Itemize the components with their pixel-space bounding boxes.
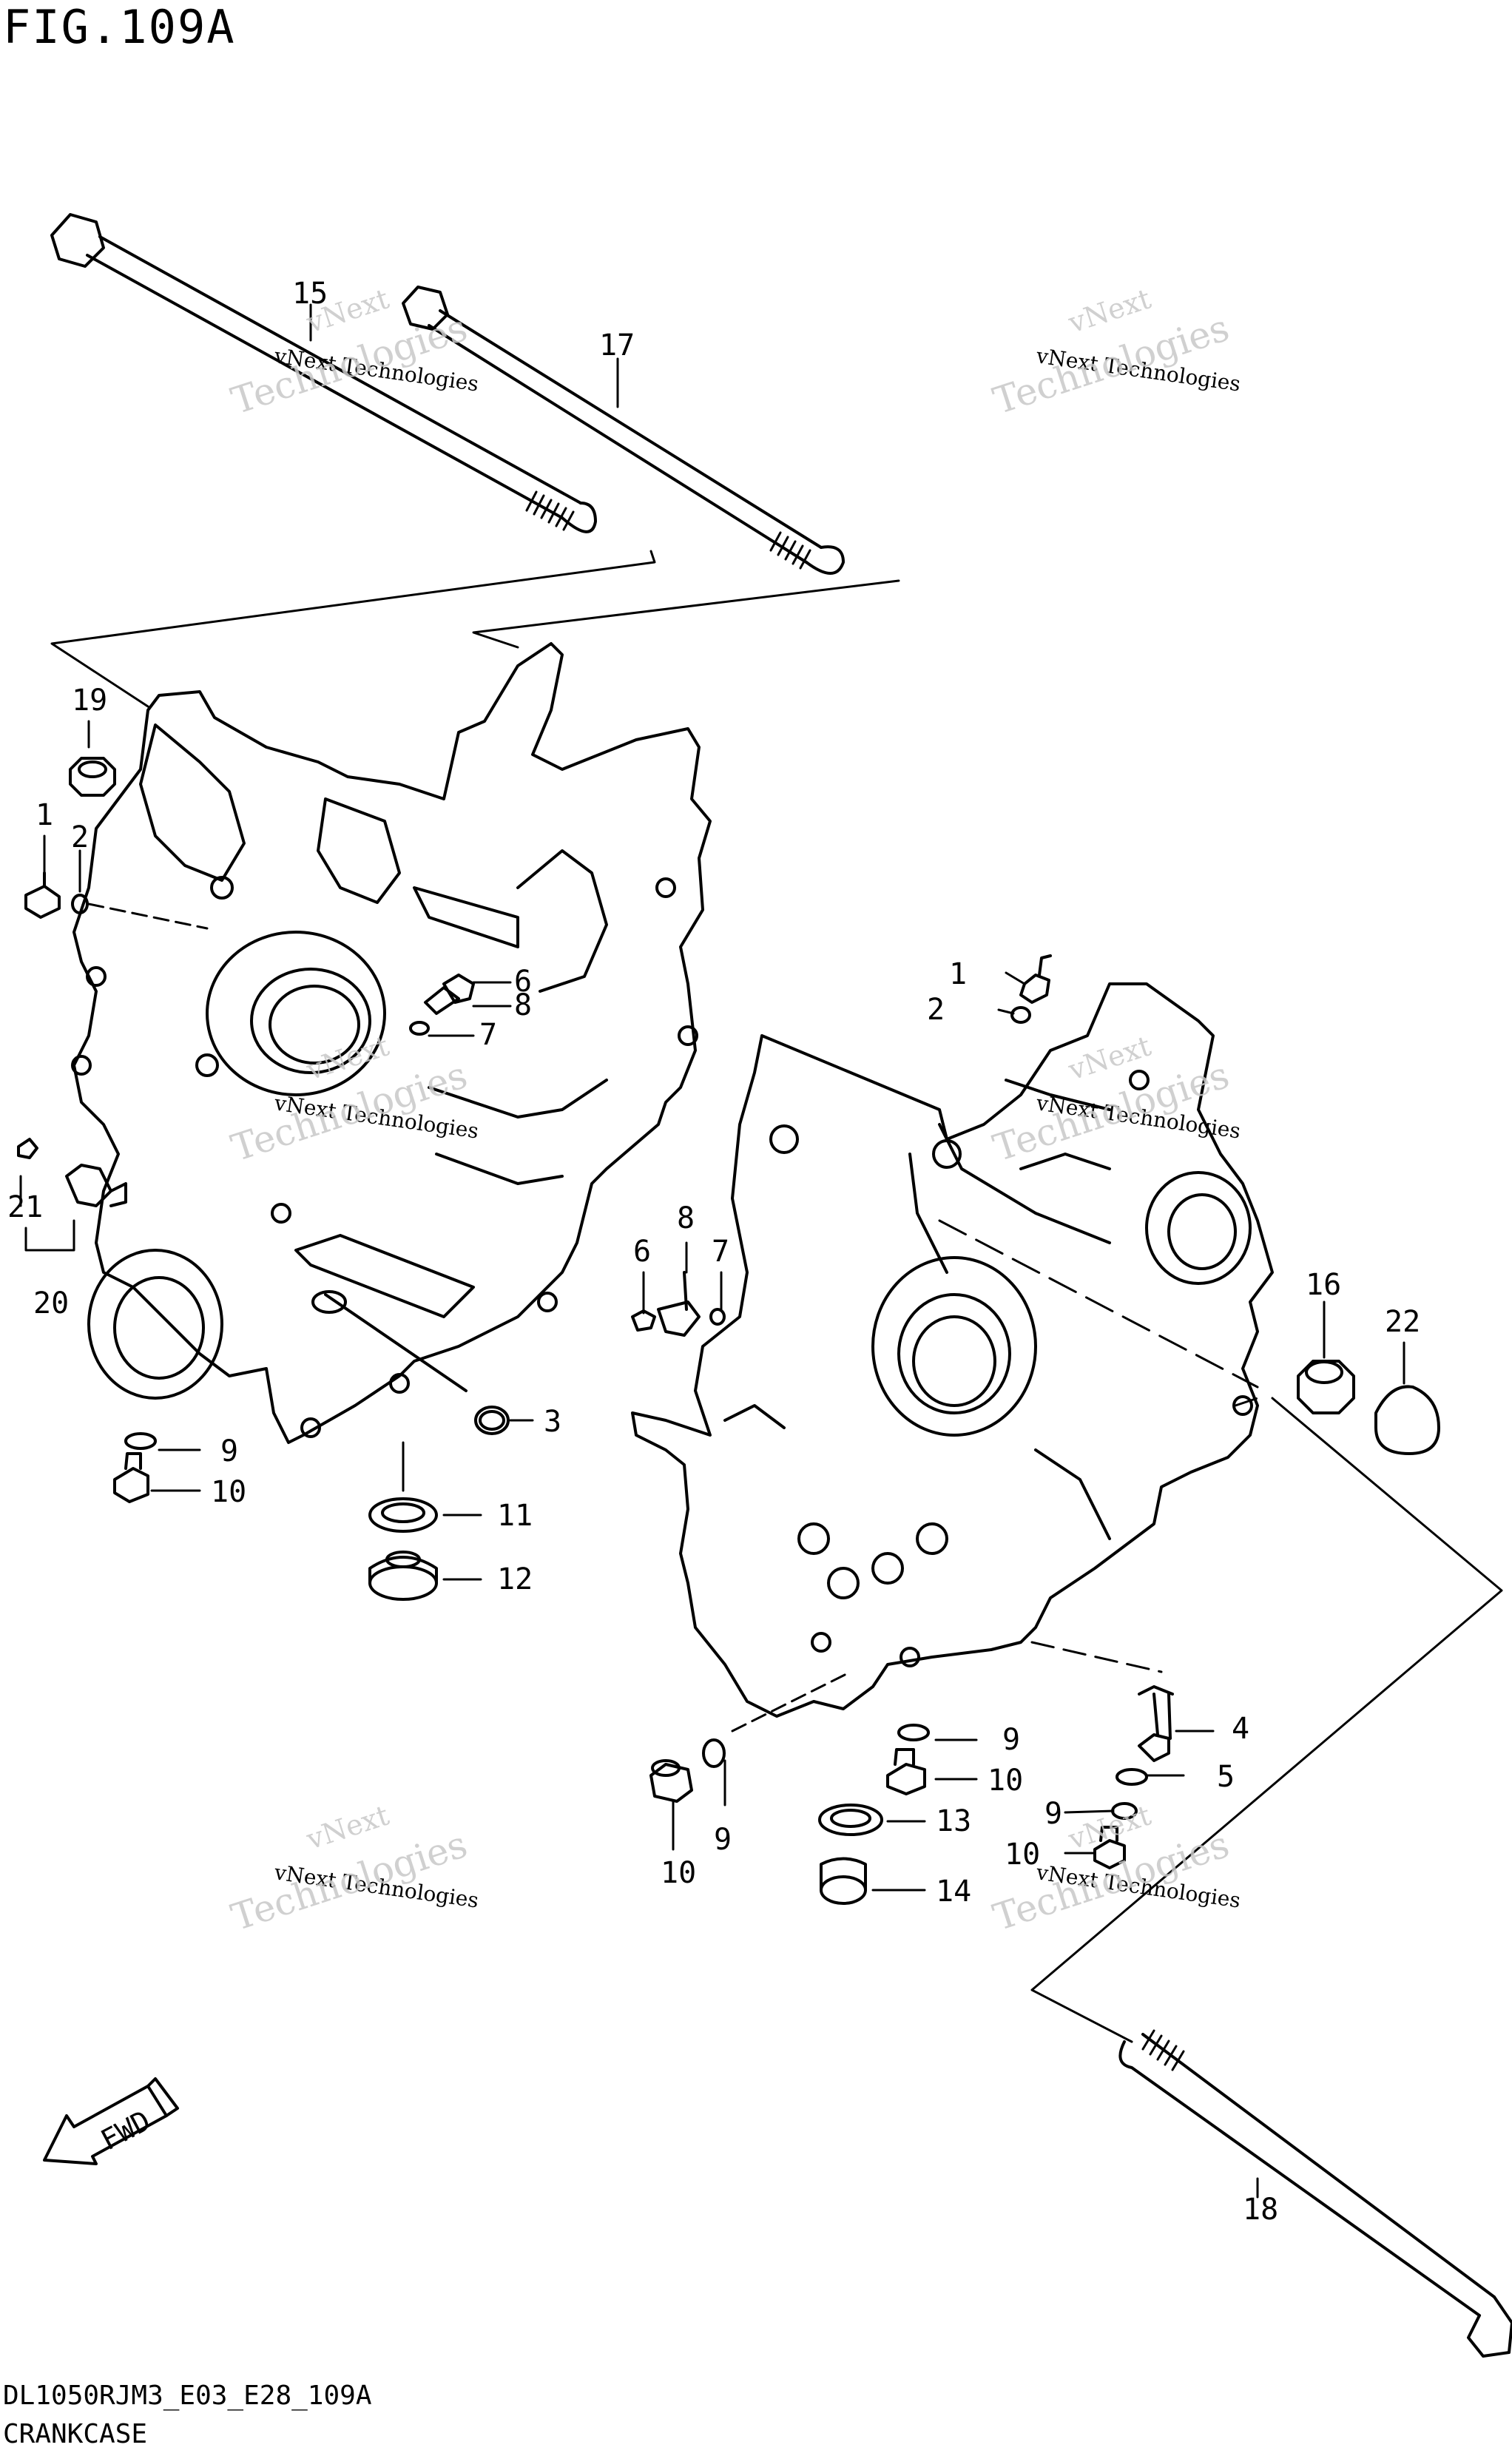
callout-10: 10 (988, 1764, 1023, 1798)
svg-text:vNext: vNext (1064, 283, 1155, 340)
callout-19: 19 (72, 684, 107, 718)
callout-10: 10 (1005, 1838, 1040, 1872)
callout-2: 2 (927, 993, 945, 1027)
bolt-17 (402, 286, 845, 575)
callout-9: 9 (1002, 1723, 1020, 1757)
callout-3: 3 (544, 1405, 561, 1439)
callout-10: 10 (661, 1856, 696, 1890)
bolt-18 (1118, 2029, 1512, 2358)
svg-text:vNext: vNext (1064, 1030, 1155, 1087)
callout-7: 7 (479, 1018, 497, 1052)
callout-12: 12 (497, 1562, 533, 1596)
callout-9: 9 (220, 1434, 238, 1468)
callout-7: 7 (712, 1235, 729, 1269)
figure-name: CRANKCASE (3, 2419, 148, 2449)
left-crankcase-half (71, 642, 712, 1444)
leader-lines (19, 303, 1405, 2199)
watermark: vNext vNext Technologies Technologies (226, 1030, 480, 1170)
callout-16: 16 (1306, 1268, 1341, 1302)
callout-5: 5 (1217, 1760, 1235, 1794)
callout-labels: 15 17 19 1 2 6 8 7 21 20 3 9 10 11 12 1 … (7, 277, 1420, 2227)
callout-21: 21 (7, 1190, 43, 1224)
watermark: vNext vNext Technologies Technologies (988, 283, 1242, 423)
watermark: vNext vNext Technologies Technologies (226, 1799, 480, 1940)
callout-15: 15 (292, 277, 328, 311)
right-crankcase-half (631, 982, 1274, 1718)
callout-18: 18 (1243, 2193, 1278, 2227)
small-parts (17, 757, 1440, 1905)
svg-text:vNext: vNext (302, 1799, 393, 1856)
callout-10: 10 (211, 1475, 246, 1509)
callout-8: 8 (677, 1201, 695, 1235)
callout-11: 11 (497, 1499, 533, 1533)
watermark: vNext vNext Technologies Technologies (988, 1030, 1242, 1170)
figure-title: FIG.109A (3, 0, 236, 54)
reference-lines (50, 550, 1503, 2043)
svg-text:vNext: vNext (1064, 1799, 1155, 1856)
callout-13: 13 (936, 1804, 971, 1838)
callout-2: 2 (71, 820, 89, 854)
callout-1: 1 (949, 957, 967, 991)
figure-code: DL1050RJM3_E03_E28_109A (3, 2381, 372, 2411)
callout-17: 17 (599, 328, 635, 362)
callout-6: 6 (633, 1235, 651, 1269)
fwd-arrow-icon (43, 2077, 179, 2165)
callout-14: 14 (936, 1875, 971, 1909)
callout-22: 22 (1385, 1305, 1420, 1339)
callout-1: 1 (36, 798, 53, 832)
callout-8: 8 (514, 988, 532, 1022)
watermarks: vNext vNext Technologies Technologies vN… (226, 283, 1242, 1940)
callout-20: 20 (33, 1286, 69, 1320)
callout-6: 6 (514, 965, 532, 999)
callout-9: 9 (1044, 1797, 1062, 1831)
callout-9: 9 (714, 1823, 732, 1857)
bolt-15 (50, 213, 597, 533)
callout-4: 4 (1232, 1712, 1249, 1746)
